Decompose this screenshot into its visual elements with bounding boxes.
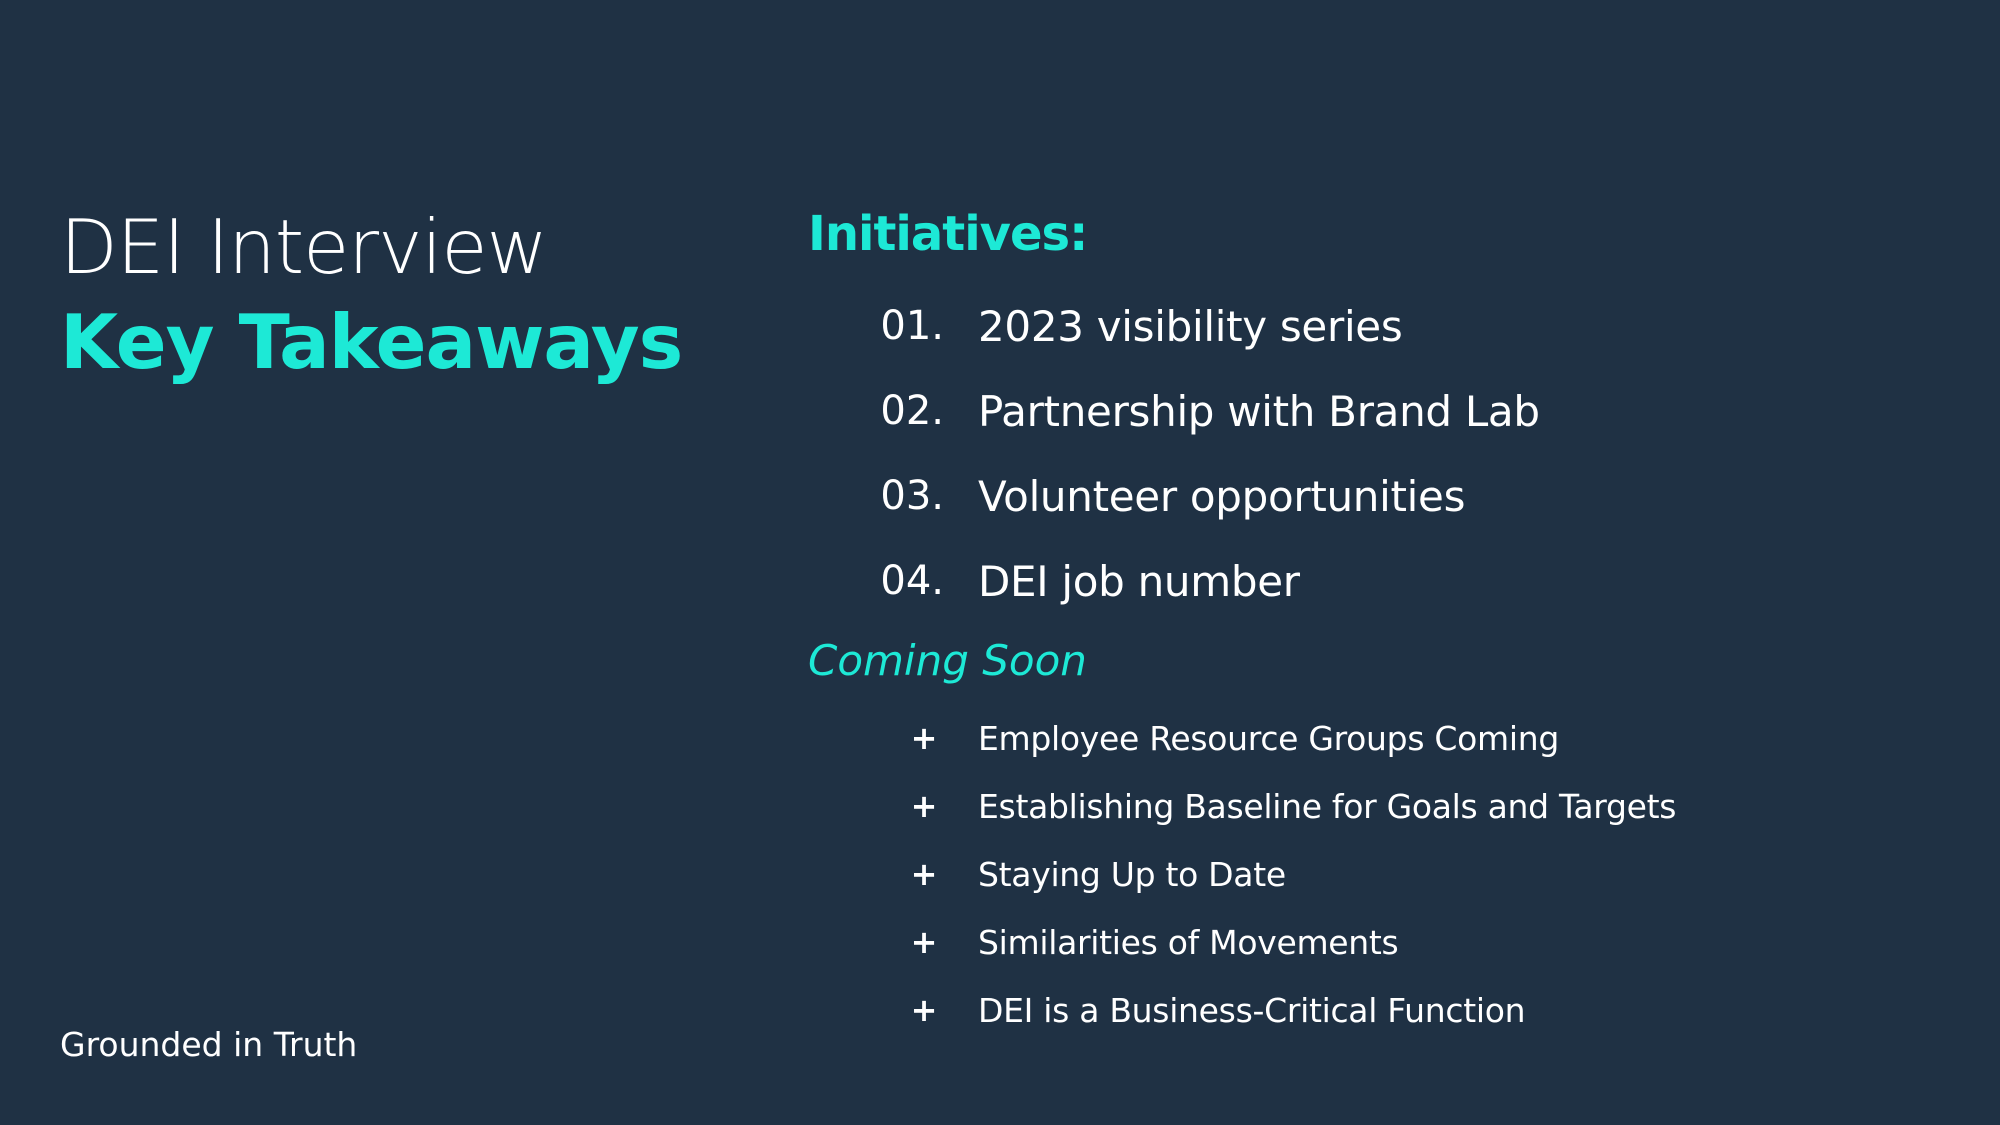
coming-soon-label: DEI is a Business-Critical Function	[978, 990, 1526, 1030]
plus-icon: +	[910, 855, 938, 893]
coming-soon-label: Similarities of Movements	[978, 922, 1399, 962]
coming-soon-label: Staying Up to Date	[978, 854, 1286, 894]
coming-soon-item: + Similarities of Movements	[900, 920, 1399, 964]
initiative-label: DEI job number	[978, 556, 1300, 606]
initiative-item: 01. 2023 visibility series	[860, 296, 1402, 356]
initiative-number: 03.	[880, 473, 944, 519]
coming-soon-label: Establishing Baseline for Goals and Targ…	[978, 786, 1677, 826]
initiative-item: 04. DEI job number	[860, 551, 1300, 611]
coming-soon-item: + Staying Up to Date	[900, 852, 1287, 896]
plus-icon: +	[910, 787, 938, 825]
plus-icon: +	[910, 719, 938, 757]
title-line-1: DEI Interview	[60, 203, 548, 291]
footer-tagline: Grounded in Truth	[60, 1025, 358, 1064]
initiative-item: 02. Partnership with Brand Lab	[860, 381, 1540, 441]
plus-icon: +	[910, 923, 938, 961]
initiative-label: Volunteer opportunities	[978, 471, 1466, 521]
initiative-number: 01.	[880, 303, 944, 349]
initiative-number: 02.	[880, 388, 944, 434]
plus-icon: +	[910, 991, 938, 1029]
initiative-number: 04.	[880, 558, 944, 604]
initiatives-heading: Initiatives:	[808, 206, 1088, 262]
coming-soon-item: + Establishing Baseline for Goals and Ta…	[900, 784, 1677, 828]
coming-soon-heading: Coming Soon	[808, 636, 1087, 685]
initiative-label: 2023 visibility series	[978, 301, 1403, 351]
title-line-2: Key Takeaways	[60, 298, 683, 386]
coming-soon-label: Employee Resource Groups Coming	[978, 718, 1560, 758]
coming-soon-item: + DEI is a Business-Critical Function	[900, 988, 1526, 1032]
coming-soon-item: + Employee Resource Groups Coming	[900, 716, 1560, 760]
initiative-label: Partnership with Brand Lab	[978, 386, 1540, 436]
initiative-item: 03. Volunteer opportunities	[860, 466, 1465, 526]
